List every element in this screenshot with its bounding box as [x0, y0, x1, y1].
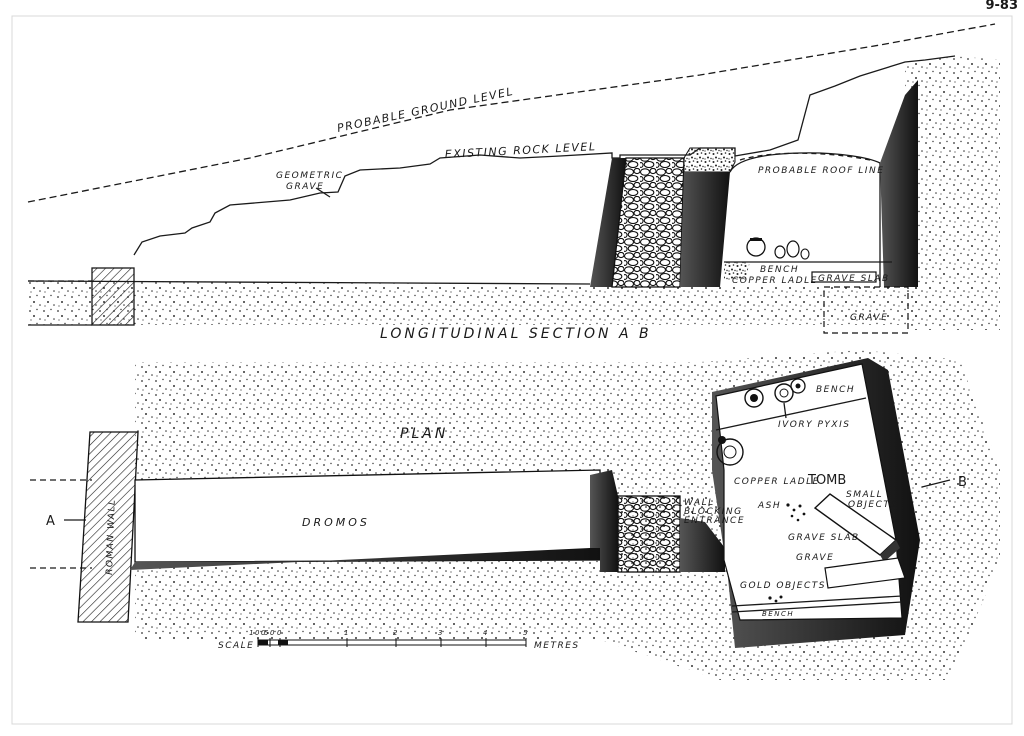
dromos-wall-dark [590, 158, 626, 287]
roof-line-label: PROBABLE ROOF LINE [758, 166, 884, 176]
grave-slab-label: GRAVE SLAB [818, 274, 890, 284]
roman-wall-label: ROMAN WALL [105, 498, 118, 575]
gold-object-marks [768, 595, 783, 603]
bench-bottom-label: BENCH [762, 610, 794, 618]
rock-level-line [133, 55, 956, 256]
ivory-pyxis-label: IVORY PYXIS [778, 420, 850, 430]
scale-label: SCALE [218, 641, 254, 651]
grave-outline-dashed [823, 286, 909, 334]
ash-label: ASH [757, 501, 781, 511]
scale-tick-label: 2 [393, 629, 399, 637]
small-objects-label-2: OBJECTS [848, 500, 898, 510]
wall-blocking-label-3: ENTRANCE [684, 516, 745, 526]
sheet-number: 9-83 [985, 0, 1018, 13]
marker-a: A [46, 514, 55, 529]
blocking-wall-plan [617, 495, 681, 573]
tomb-label: TOMB [807, 473, 846, 488]
ground-level-line [27, 23, 996, 203]
roman-wall-section [91, 267, 135, 326]
wall-blocking-label-1: WALL [684, 498, 715, 508]
sheet-border [11, 15, 1013, 725]
dromos-lower-shadow [130, 548, 600, 570]
dromos-end-wall [590, 470, 618, 572]
ash-marks [786, 503, 806, 522]
ivory-pyxis-pointer [783, 402, 787, 419]
section-title: LONGITUDINAL SECTION A B [380, 326, 652, 342]
scale-bar-segment [258, 640, 268, 645]
scale-bar-segment [278, 640, 288, 645]
geometric-grave-label-1: GEOMETRIC [276, 171, 343, 181]
grave-slab-edge [880, 540, 900, 562]
grave-pit-plan [824, 557, 906, 589]
scale-unit: METRES [534, 641, 580, 651]
scale-tick-label: 0 [277, 629, 283, 637]
grave-slab-plan-label: GRAVE SLAB [788, 533, 860, 543]
bench-edge-top [715, 397, 867, 431]
grave-label: GRAVE [850, 313, 888, 323]
ground-level-label: PROBABLE GROUND LEVEL [336, 85, 515, 135]
marker-b: B [958, 475, 967, 490]
longitudinal-section: PROBABLE GROUND LEVEL EXISTING ROCK LEVE… [27, 23, 1000, 342]
bench-label: BENCH [760, 265, 799, 275]
scale-tick-label: 50 [264, 629, 276, 637]
plan-title: PLAN [400, 426, 448, 442]
scale-tick-label: 3 [438, 629, 444, 637]
marker-b-line [921, 479, 951, 488]
plan-view: PLAN A B ROMAN WALL DROMOS WALL BLOCKING… [30, 350, 1000, 680]
hillside-fill [905, 56, 1000, 330]
scale-tick-label: 100 [249, 629, 267, 637]
scale-tick-label: 5 [523, 629, 529, 637]
grave-plan-label: GRAVE [796, 553, 834, 563]
chamber-back-wall [880, 80, 918, 287]
tomb-chamber-floor [715, 363, 903, 621]
dromos-label: DROMOS [302, 516, 370, 529]
bench-top-label: BENCH [816, 385, 855, 395]
pyxis-vessels [716, 378, 806, 466]
roof-line-dashed [739, 152, 871, 161]
bench-edge-bottom-1 [731, 595, 903, 607]
gold-objects-label: GOLD OBJECTS [740, 581, 826, 591]
roman-wall-plan [77, 431, 139, 623]
blocking-wall-cap [683, 147, 736, 173]
copper-ladle-plan-label: COPPER LADLE [734, 477, 820, 487]
grave-slab-section [811, 271, 877, 283]
geometric-grave-label-2: GRAVE [286, 182, 324, 192]
copper-ladle-label: COPPER LADLE [732, 276, 818, 286]
scale-tick-label: 4 [483, 629, 489, 637]
chamber-front-wedge [680, 172, 730, 287]
pots-on-bench [746, 237, 810, 260]
wall-blocking-label-2: BLOCKING [684, 507, 743, 517]
entrance-shadow [680, 518, 725, 572]
bench-stipple [724, 262, 750, 280]
small-objects-label-1: SMALL [846, 490, 883, 500]
chamber-outline [729, 152, 881, 287]
scale-tick-label: 1 [344, 629, 350, 637]
geometric-grave-pointer [315, 187, 331, 198]
bench-edge-bottom-2 [731, 601, 903, 613]
